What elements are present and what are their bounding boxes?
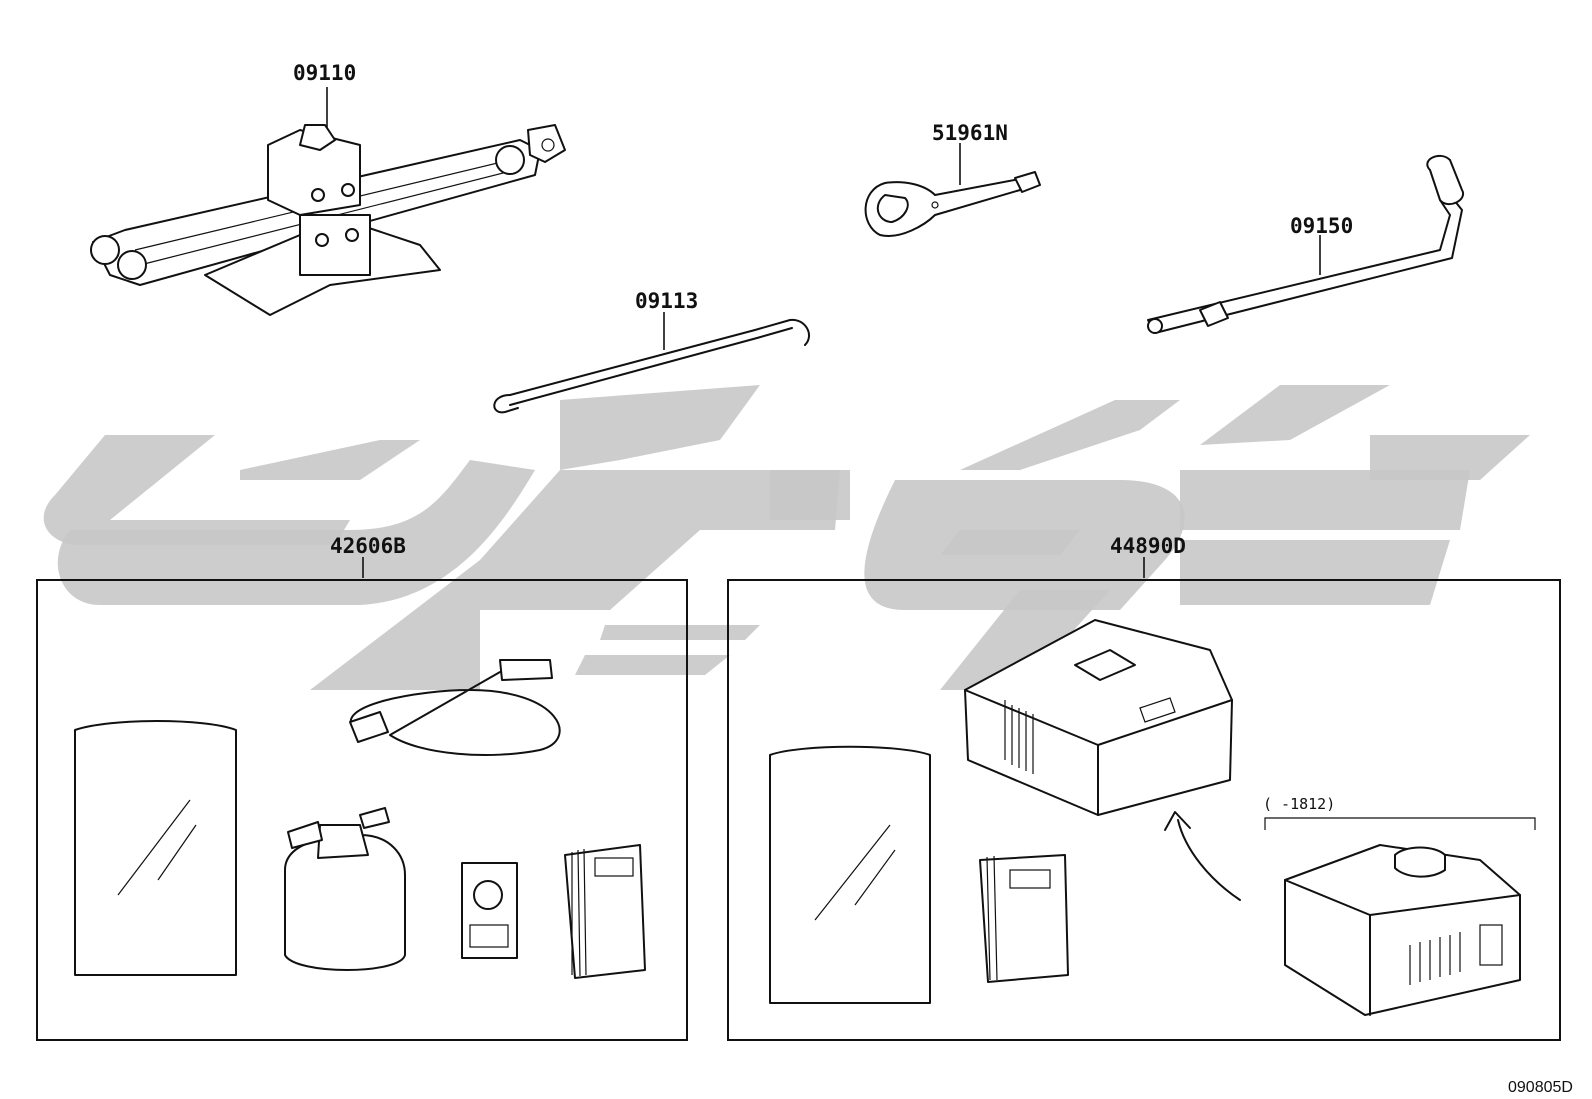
hub-nut-wrench-drawing [864, 143, 1041, 237]
part-label-repair-kit: 42606B [330, 534, 406, 558]
repair-kit-box [36, 579, 688, 1041]
part-label-jack: 09110 [293, 61, 356, 85]
drawing-id: 090805D [1508, 1079, 1573, 1096]
part-label-compressor-kit: 44890D [1110, 534, 1186, 558]
watermark-logo [43, 385, 1530, 690]
compressor-kit-box [727, 579, 1561, 1041]
production-range-note: ( -1812) [1263, 795, 1335, 813]
jack-drawing [90, 87, 566, 316]
compressor-kit-contents [769, 619, 1536, 1016]
part-label-hub-nut-wrench: 51961N [932, 121, 1008, 145]
jack-handle-drawing [493, 312, 810, 414]
repair-kit-contents [74, 659, 646, 979]
part-label-lug-wrench: 09150 [1290, 214, 1353, 238]
lug-wrench-drawing [1147, 154, 1465, 334]
part-label-jack-handle: 09113 [635, 289, 698, 313]
